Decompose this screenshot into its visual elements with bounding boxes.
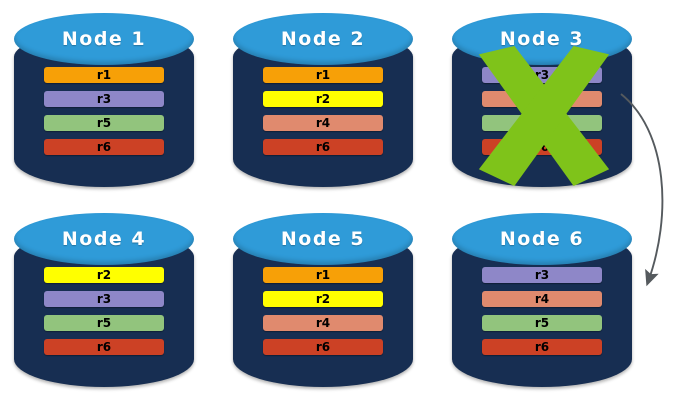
node-cylinder[interactable]: Node 5 r1 r2 r4 r6 (233, 208, 413, 393)
replica-list: r1 r2 r4 r6 (263, 67, 383, 155)
replica-list: r3 r4 r5 r6 (482, 67, 602, 155)
replica-bar[interactable]: r2 (263, 91, 383, 107)
replica-bar[interactable]: r3 (482, 67, 602, 83)
cylinder-top-ellipse (233, 13, 413, 65)
replica-bar[interactable]: r4 (263, 115, 383, 131)
replica-bar[interactable]: r6 (44, 339, 164, 355)
cylinder-top-ellipse (14, 213, 194, 265)
replica-bar[interactable]: r3 (44, 91, 164, 107)
replica-bar[interactable]: r5 (44, 115, 164, 131)
node-cylinder[interactable]: Node 1 r1 r3 r5 r6 (14, 8, 194, 193)
replica-bar[interactable]: r5 (44, 315, 164, 331)
replica-bar[interactable]: r4 (482, 291, 602, 307)
replica-bar[interactable]: r3 (482, 267, 602, 283)
replica-bar[interactable]: r5 (482, 115, 602, 131)
node-label: Node 1 (61, 28, 147, 50)
cylinder-top-ellipse (233, 213, 413, 265)
node-cylinder[interactable]: Node 4 r2 r3 r5 r6 (14, 208, 194, 393)
node-label: Node 5 (280, 228, 366, 250)
replica-list: r3 r4 r5 r6 (482, 267, 602, 355)
cylinder-top-ellipse (14, 13, 194, 65)
replica-bar[interactable]: r1 (263, 67, 383, 83)
replica-bar[interactable]: r2 (263, 291, 383, 307)
cylinder-top-ellipse (452, 213, 632, 265)
replica-bar[interactable]: r2 (44, 267, 164, 283)
replica-bar[interactable]: r6 (263, 339, 383, 355)
replica-bar[interactable]: r6 (263, 139, 383, 155)
replica-bar[interactable]: r1 (44, 67, 164, 83)
replica-bar[interactable]: r6 (482, 339, 602, 355)
replica-list: r1 r3 r5 r6 (44, 67, 164, 155)
replica-bar[interactable]: r4 (482, 91, 602, 107)
node-cylinder[interactable]: Node 3 r3 r4 r5 r6 (452, 8, 632, 193)
replica-bar[interactable]: r4 (263, 315, 383, 331)
replica-bar[interactable]: r1 (263, 267, 383, 283)
node-label: Node 2 (280, 28, 366, 50)
node-label: Node 6 (499, 228, 585, 250)
replica-bar[interactable]: r6 (44, 139, 164, 155)
node-label: Node 3 (499, 28, 585, 50)
node-cylinder[interactable]: Node 2 r1 r2 r4 r6 (233, 8, 413, 193)
replica-bar[interactable]: r5 (482, 315, 602, 331)
replica-list: r2 r3 r5 r6 (44, 267, 164, 355)
replica-bar[interactable]: r3 (44, 291, 164, 307)
replica-bar[interactable]: r6 (482, 139, 602, 155)
node-cylinder[interactable]: Node 6 r3 r4 r5 r6 (452, 208, 632, 393)
replica-list: r1 r2 r4 r6 (263, 267, 383, 355)
node-label: Node 4 (61, 228, 147, 250)
